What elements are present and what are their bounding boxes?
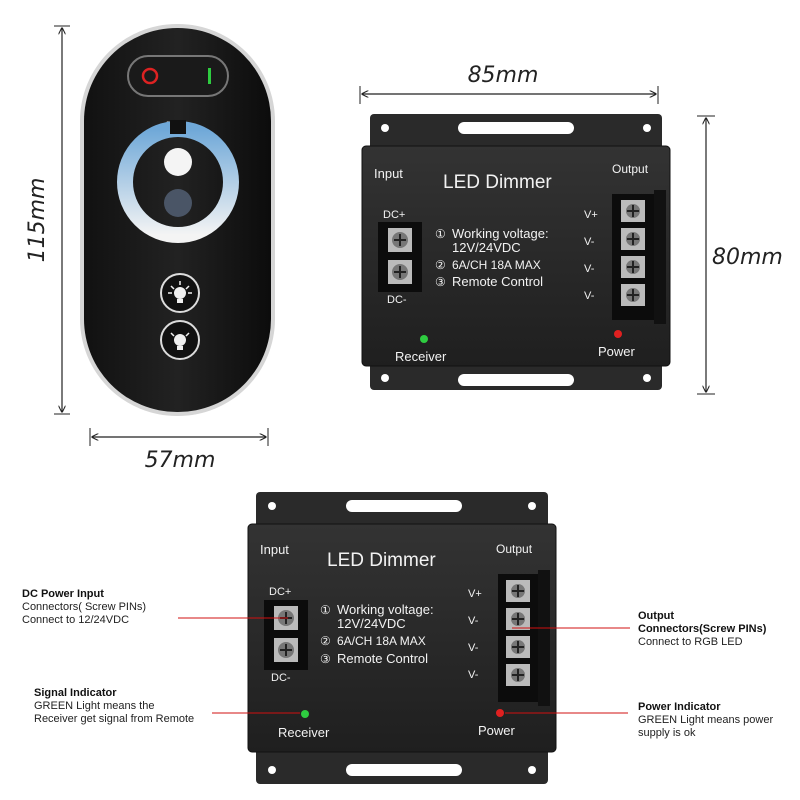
dimmer-panel	[247, 523, 557, 753]
svg-text:V+: V+	[584, 209, 598, 221]
svg-text:V-: V-	[468, 642, 479, 654]
off-button[interactable]	[164, 189, 192, 217]
spec-list: ① Working voltage: 12V/24VDC ② 6A/CH 18A…	[435, 226, 549, 289]
receiver-led	[301, 710, 309, 718]
svg-text:①: ①	[320, 603, 331, 617]
svg-text:supply is ok: supply is ok	[638, 727, 696, 739]
svg-text:Remote Control: Remote Control	[452, 274, 543, 289]
screw-terminal[interactable]	[621, 228, 645, 250]
annotation-power: Power Indicator GREEN Light means power …	[638, 701, 773, 739]
screw-terminal[interactable]	[388, 260, 412, 284]
annotation-signal: Signal Indicator GREEN Light means the R…	[34, 687, 194, 725]
dc-minus-label: DC-	[271, 672, 291, 684]
output-label: Output	[612, 162, 649, 176]
svg-text:Power Indicator: Power Indicator	[638, 701, 721, 713]
svg-text:DC Power Input: DC Power Input	[22, 588, 104, 600]
screw-terminal[interactable]	[388, 228, 412, 252]
dc-plus-label: DC+	[269, 586, 291, 598]
svg-text:②: ②	[435, 258, 446, 272]
screw-terminal[interactable]	[621, 200, 645, 222]
svg-text:Connect to RGB LED: Connect to RGB LED	[638, 636, 743, 648]
power-label: Power	[598, 344, 636, 359]
remote-height-dimension: 115mm	[25, 25, 70, 415]
svg-text:③: ③	[320, 652, 331, 666]
svg-text:V-: V-	[584, 290, 595, 302]
svg-text:6A/CH 18A MAX: 6A/CH 18A MAX	[452, 258, 541, 272]
power-label: Power	[478, 723, 516, 738]
svg-text:GREEN Light means the: GREEN Light means the	[34, 700, 154, 712]
receiver-led	[420, 335, 428, 343]
power-led	[614, 330, 622, 338]
dimmer-width-dimension: 85mm	[359, 63, 659, 104]
svg-text:Working voltage:: Working voltage:	[452, 226, 549, 241]
input-label: Input	[260, 542, 289, 557]
dimmer-top: Input Output LED Dimmer DC+ DC- ① Workin…	[361, 114, 671, 390]
svg-text:①: ①	[435, 227, 446, 241]
svg-text:③: ③	[435, 275, 446, 289]
svg-text:V-: V-	[584, 236, 595, 248]
svg-text:Connect to 12/24VDC: Connect to 12/24VDC	[22, 614, 129, 626]
leader-lines	[178, 617, 630, 714]
dimmer-height-dimension: 80mm	[697, 115, 783, 395]
dimmer-width-label: 85mm	[468, 63, 539, 88]
svg-text:Receiver get signal from Remot: Receiver get signal from Remote	[34, 713, 194, 725]
svg-text:V+: V+	[468, 588, 482, 600]
svg-text:②: ②	[320, 634, 331, 648]
output-label: Output	[496, 542, 533, 556]
dimmer-title: LED Dimmer	[327, 550, 436, 571]
remote-width-dimension: 57mm	[89, 428, 269, 473]
svg-text:V-: V-	[468, 615, 479, 627]
svg-text:Connectors( Screw PINs): Connectors( Screw PINs)	[22, 601, 146, 613]
power-switch[interactable]	[127, 55, 229, 97]
dc-plus-label: DC+	[383, 209, 405, 221]
dimmer-panel	[361, 145, 671, 367]
screw-terminal[interactable]	[274, 638, 298, 662]
spec-list: ① Working voltage: 12V/24VDC ② 6A/CH 18A…	[320, 602, 434, 666]
svg-text:Remote Control: Remote Control	[337, 651, 428, 666]
bulb-dim-icon	[170, 332, 190, 350]
on-icon	[208, 68, 211, 84]
dimmer-height-label: 80mm	[712, 245, 783, 270]
screw-terminal[interactable]	[506, 664, 530, 686]
remote-width-label: 57mm	[145, 448, 216, 473]
off-icon	[141, 67, 159, 85]
svg-text:V-: V-	[584, 263, 595, 275]
svg-text:12V/24VDC: 12V/24VDC	[452, 240, 521, 255]
screw-terminal[interactable]	[621, 256, 645, 278]
screw-terminal[interactable]	[506, 636, 530, 658]
remote-control: DC	[80, 24, 275, 416]
svg-text:Working voltage:: Working voltage:	[337, 602, 434, 617]
svg-text:V-: V-	[468, 669, 479, 681]
remote-body	[84, 28, 271, 412]
screw-terminal[interactable]	[506, 608, 530, 630]
remote-height-label: 115mm	[25, 178, 50, 263]
annotation-output: Output Connectors(Screw PINs) Connect to…	[638, 610, 767, 648]
screw-terminal[interactable]	[506, 580, 530, 602]
receiver-label: Receiver	[395, 349, 447, 364]
bulb-bright-icon	[168, 281, 192, 303]
svg-text:12V/24VDC: 12V/24VDC	[337, 616, 406, 631]
screw-terminal[interactable]	[621, 284, 645, 306]
dimmer-title: LED Dimmer	[443, 172, 552, 193]
svg-text:6A/CH 18A MAX: 6A/CH 18A MAX	[337, 634, 426, 648]
svg-text:Signal Indicator: Signal Indicator	[34, 687, 117, 699]
svg-text:Output: Output	[638, 610, 674, 622]
receiver-label: Receiver	[278, 725, 330, 740]
svg-text:GREEN Light means power: GREEN Light means power	[638, 714, 773, 726]
input-label: Input	[374, 166, 403, 181]
svg-text:Connectors(Screw PINs): Connectors(Screw PINs)	[638, 623, 767, 635]
annotation-dc-input: DC Power Input Connectors( Screw PINs) C…	[22, 588, 146, 626]
dc-minus-label: DC-	[387, 294, 407, 306]
on-button[interactable]	[164, 148, 192, 176]
dimmer-bottom: Input Output LED Dimmer DC+ DC- ① Workin…	[247, 492, 557, 784]
power-led	[496, 709, 504, 717]
